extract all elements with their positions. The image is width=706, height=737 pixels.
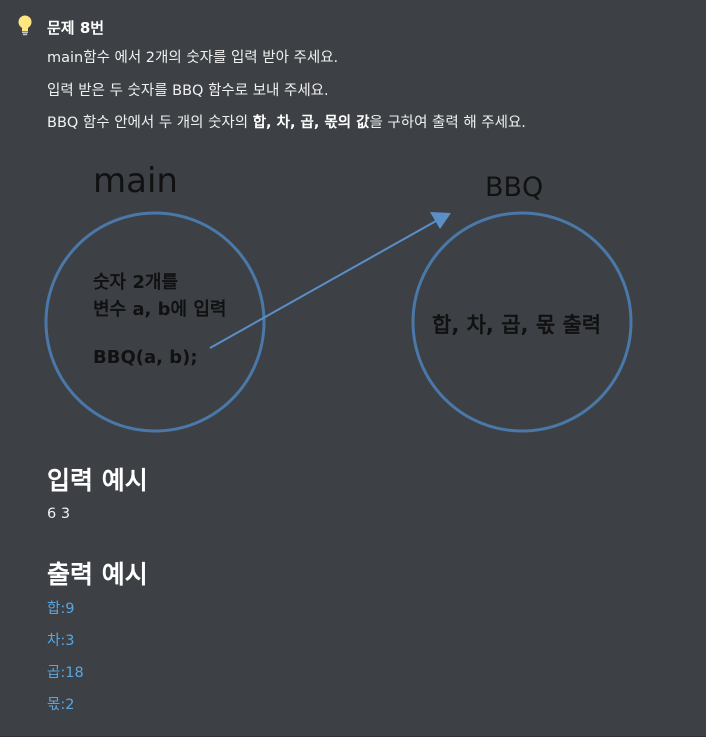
instruction-line-1: main함수 에서 2개의 숫자를 입력 받아 주세요. bbox=[47, 50, 339, 66]
instruction-line-3-before: BBQ 함수 안에서 두 개의 숫자의 bbox=[47, 115, 253, 131]
main-circle bbox=[44, 211, 266, 433]
lightbulb-icon bbox=[18, 15, 32, 36]
output-line-diff: 차:3 bbox=[47, 633, 75, 649]
bbq-label: BBQ bbox=[485, 172, 543, 203]
main-text-line-2: 변수 a, b에 입력 bbox=[93, 298, 226, 320]
output-line-sum: 합:9 bbox=[47, 601, 75, 617]
instruction-line-3: BBQ 함수 안에서 두 개의 숫자의 합, 차, 곱, 몫의 값을 구하여 출… bbox=[47, 111, 526, 132]
output-line-product: 곱:18 bbox=[47, 665, 84, 681]
callout-title: 문제 8번 bbox=[47, 19, 105, 37]
bbq-circle bbox=[411, 211, 633, 433]
output-line-quotient: 몫:2 bbox=[47, 697, 75, 713]
bbq-text: 합, 차, 곱, 몫 출력 bbox=[432, 313, 601, 337]
instruction-line-3-bold: 합, 차, 곱, 몫의 값 bbox=[252, 115, 370, 131]
input-example-heading: 입력 예시 bbox=[47, 466, 148, 495]
call-arrow-line bbox=[209, 220, 437, 349]
instruction-line-3-after: 을 구하여 출력 해 주세요. bbox=[369, 115, 526, 131]
instruction-line-2: 입력 받은 두 숫자를 BBQ 함수로 보내 주세요. bbox=[47, 83, 329, 99]
function-diagram: main BBQ 숫자 2개를 변수 a, b에 입력 BBQ(a, b); 합… bbox=[44, 161, 633, 433]
input-example-value: 6 3 bbox=[47, 506, 71, 522]
output-example-heading: 출력 예시 bbox=[47, 560, 148, 589]
main-text-line-3: BBQ(a, b); bbox=[93, 347, 198, 368]
main-text-line-1: 숫자 2개를 bbox=[93, 272, 178, 293]
call-arrow-head bbox=[430, 212, 451, 229]
main-label: main bbox=[93, 161, 178, 201]
